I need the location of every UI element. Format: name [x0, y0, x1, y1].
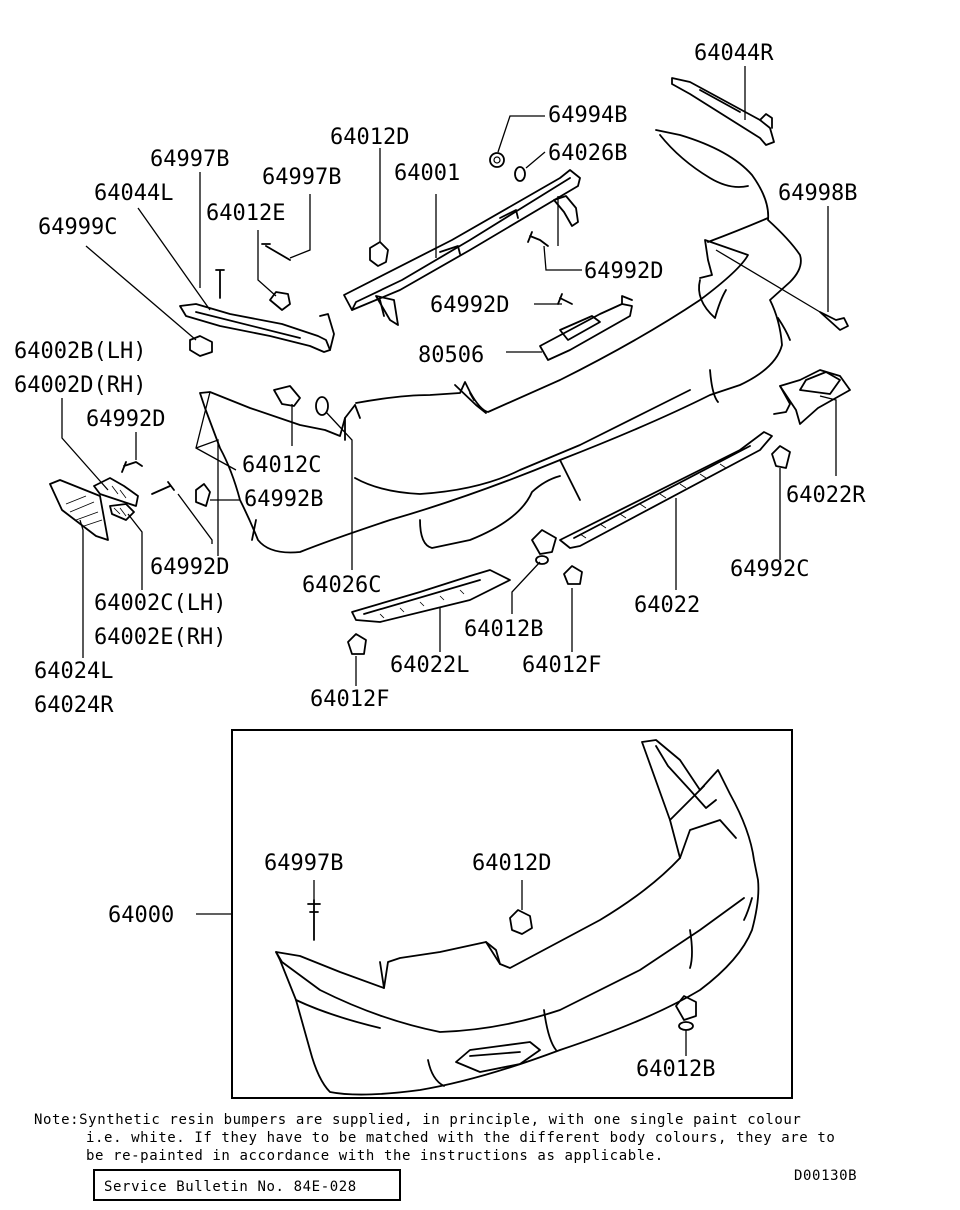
- garnish-64022L: [351, 569, 511, 623]
- note-line-2: i.e. white. If they have to be matched w…: [86, 1130, 835, 1146]
- label-64998B: 64998B: [778, 181, 857, 206]
- service-bulletin: Service Bulletin No. 84E-028: [104, 1179, 357, 1195]
- bumper-reinforcement: [343, 169, 581, 326]
- label-64002B: 64002B(LH): [14, 339, 146, 364]
- leader-lines-box: [196, 880, 687, 1056]
- bracket-80506: [539, 295, 633, 361]
- label-64026B: 64026B: [548, 141, 627, 166]
- note-block: Note:Synthetic resin bumpers are supplie…: [34, 1112, 835, 1164]
- label-64012C: 64012C: [242, 453, 321, 478]
- label-64994B: 64994B: [548, 103, 627, 128]
- bracket-64044L: [179, 303, 335, 353]
- label-64012F: 64012F: [310, 687, 389, 712]
- label-64012F: 64012F: [522, 653, 601, 678]
- labels-box: 64997B 64012D 64000 64012B: [108, 851, 715, 1082]
- label-64992D: 64992D: [430, 293, 509, 318]
- label-64992D: 64992D: [150, 555, 229, 580]
- note-line-3: be re-painted in accordance with the ins…: [86, 1148, 664, 1164]
- label-64022R: 64022R: [786, 483, 866, 508]
- label-64026C: 64026C: [302, 573, 381, 598]
- garnish-64022: [559, 431, 773, 549]
- label-64022: 64022: [634, 593, 700, 618]
- note-line-1: Note:Synthetic resin bumpers are supplie…: [34, 1112, 801, 1128]
- label-64012D: 64012D: [330, 125, 409, 150]
- label-64999C: 64999C: [38, 215, 117, 240]
- label-64012D: 64012D: [472, 851, 551, 876]
- label-64022L: 64022L: [390, 653, 469, 678]
- label-64997B: 64997B: [150, 147, 229, 172]
- leader-lines-upper: [61, 66, 837, 686]
- service-bulletin-box: [93, 1169, 401, 1201]
- label-64001: 64001: [394, 161, 460, 186]
- label-64012B: 64012B: [636, 1057, 715, 1082]
- garnish-64022R: [773, 369, 851, 425]
- label-80506: 80506: [418, 343, 484, 368]
- label-64024R: 64024R: [34, 693, 114, 718]
- label-64044R: 64044R: [694, 41, 774, 66]
- label-64000: 64000: [108, 903, 174, 928]
- side-cover-64024: [49, 479, 109, 541]
- label-64012E: 64012E: [206, 201, 285, 226]
- label-64002C: 64002C(LH): [94, 591, 226, 616]
- bumper-assembly: [275, 739, 760, 1096]
- label-64044L: 64044L: [94, 181, 173, 206]
- label-64992D: 64992D: [584, 259, 663, 284]
- label-64002D: 64002D(RH): [14, 373, 146, 398]
- bumper-fascia-upper: [199, 129, 802, 554]
- label-64012B: 64012B: [464, 617, 543, 642]
- assembly-box: [231, 729, 793, 1099]
- labels-upper: 64044R 64994B 64012D 64026B 64997B 64001…: [14, 41, 866, 718]
- label-64997B: 64997B: [262, 165, 341, 190]
- label-64002E: 64002E(RH): [94, 625, 226, 650]
- label-64992C: 64992C: [730, 557, 809, 582]
- fasteners-upper: [121, 152, 849, 655]
- drawing-code: D00130B: [794, 1168, 857, 1184]
- label-64992D: 64992D: [86, 407, 165, 432]
- label-64024L: 64024L: [34, 659, 113, 684]
- bracket-64044R: [671, 77, 775, 146]
- label-64997B: 64997B: [264, 851, 343, 876]
- fasteners-box: [307, 899, 697, 1031]
- label-64992B: 64992B: [244, 487, 323, 512]
